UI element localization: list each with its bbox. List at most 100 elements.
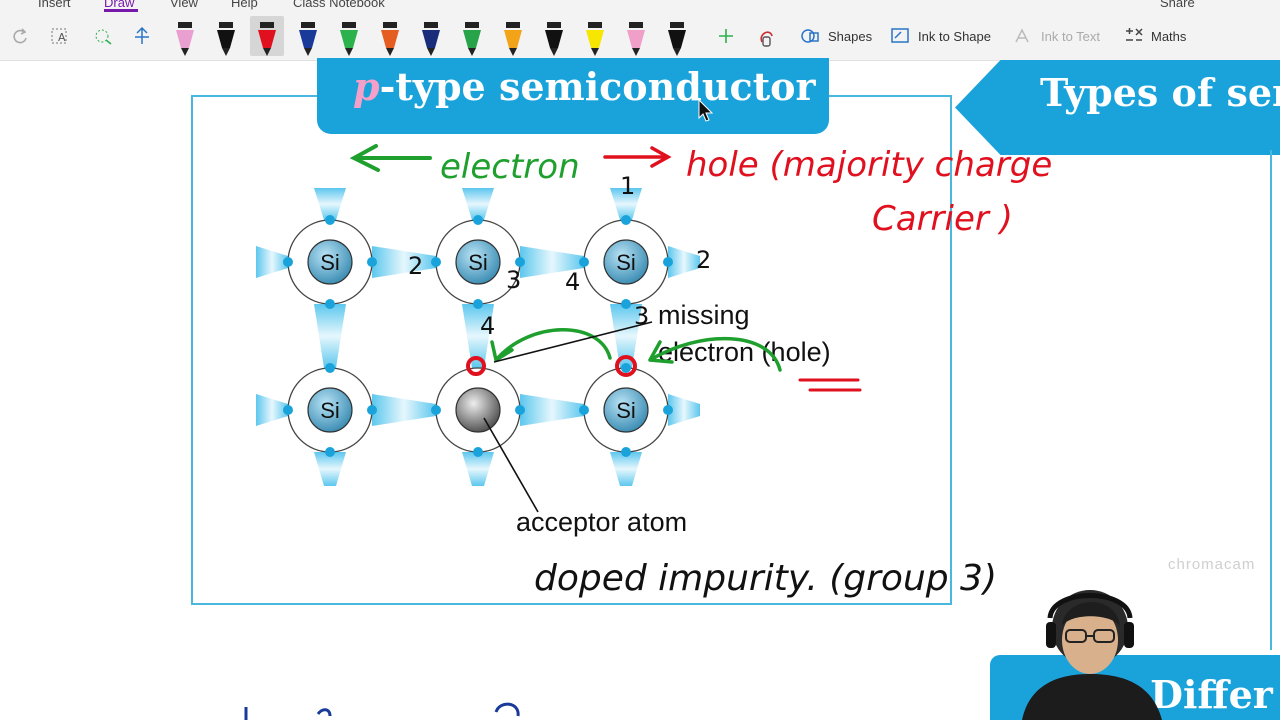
acceptor-atom-label: acceptor atom	[516, 507, 688, 537]
pen-3[interactable]	[250, 16, 284, 56]
tab-class-notebook[interactable]: Class Notebook	[293, 0, 385, 10]
hand-number-1: 1	[620, 172, 635, 200]
draw-toolbar: A Shapes Ink to Shape Ink to Text Maths	[0, 12, 1280, 61]
webcam-partial-ink	[244, 702, 520, 720]
electron-dot	[367, 257, 377, 267]
tab-draw[interactable]: Draw	[104, 0, 135, 10]
title-banner	[317, 58, 829, 134]
bond-horizontal	[668, 394, 700, 426]
ribbon-tab-bar: Insert Draw View Help Class Notebook Sha…	[0, 0, 1280, 12]
hand-number-2b: 2	[696, 246, 711, 274]
hand-number-2a: 2	[408, 252, 423, 280]
red-arrow-right	[603, 146, 672, 168]
maths-icon	[1126, 28, 1143, 41]
bond-horizontal	[372, 246, 436, 278]
bond-vertical	[314, 304, 346, 368]
ink-to-text-button[interactable]: Ink to Text	[1013, 26, 1100, 46]
bond-horizontal	[372, 394, 436, 426]
hand-number-4a: 4	[565, 268, 580, 296]
electron-dot	[325, 215, 335, 225]
pen-5[interactable]	[340, 22, 358, 56]
pen-10[interactable]	[545, 22, 563, 56]
electron-dot	[283, 257, 293, 267]
bond-horizontal	[256, 394, 288, 426]
electron-dot	[325, 447, 335, 457]
side-slide-title: Types of sem	[1040, 70, 1280, 115]
shapes-label: Shapes	[828, 28, 873, 44]
si-label: Si	[320, 250, 340, 275]
shapes-button[interactable]: Shapes	[800, 26, 872, 46]
svg-text:A: A	[58, 31, 66, 44]
electron-dot	[579, 405, 589, 415]
lasso-ink-icon[interactable]	[756, 26, 784, 48]
bond-vertical	[610, 188, 642, 220]
pen-6[interactable]	[381, 22, 399, 56]
electron-dot	[325, 363, 335, 373]
electron-dot	[283, 405, 293, 415]
pen-2[interactable]	[217, 22, 235, 56]
ink-to-shape-label: Ink to Shape	[918, 28, 991, 44]
pen-9[interactable]	[504, 22, 522, 56]
electron-dot	[663, 405, 673, 415]
hand-number-3a: 3	[506, 266, 521, 294]
bottom-slide-title: Differ	[1150, 672, 1273, 717]
acceptor-atom	[431, 367, 525, 457]
hand-doped-impurity: doped impurity. (group 3)	[534, 558, 997, 599]
maths-label: Maths	[1151, 28, 1187, 44]
hand-number-4b: 4	[480, 312, 495, 340]
silicon-atom: Si	[283, 215, 377, 309]
electron-dot	[473, 299, 483, 309]
electron-dot	[325, 299, 335, 309]
bond-vertical	[462, 452, 494, 486]
bond-vertical	[462, 188, 494, 220]
electron-dot	[621, 215, 631, 225]
presenter-webcam-overlay	[1022, 590, 1162, 720]
pen-1[interactable]	[176, 22, 194, 56]
right-slide-frame	[1270, 150, 1278, 650]
acceptor-pointer-line	[483, 417, 539, 513]
pen-13[interactable]	[668, 22, 686, 56]
active-tab-indicator	[104, 9, 138, 12]
share-button[interactable]: Share	[1160, 0, 1195, 10]
tab-help[interactable]: Help	[231, 0, 258, 10]
hand-number-3b: 3	[634, 302, 649, 330]
bond-vertical	[314, 188, 346, 220]
electron-dot	[515, 405, 525, 415]
hand-hole-majority: hole (majority charge	[686, 145, 1052, 185]
green-hook-arrow	[648, 336, 782, 372]
ink-to-text-icon	[1015, 28, 1029, 43]
slide-title: p-type semiconductor	[353, 64, 816, 109]
pen-11[interactable]	[586, 22, 604, 56]
bond-vertical	[462, 304, 494, 368]
si-label: Si	[468, 250, 488, 275]
pen-12[interactable]	[627, 22, 645, 56]
bond-horizontal	[668, 246, 700, 278]
tab-view[interactable]: View	[170, 0, 198, 10]
text-select-icon[interactable]: A	[50, 26, 78, 46]
pen-4[interactable]	[299, 22, 317, 56]
redo-icon[interactable]	[10, 26, 36, 46]
electron-dot	[515, 257, 525, 267]
title-rest: -type semiconductor	[379, 64, 816, 109]
lasso-select-icon[interactable]	[92, 26, 120, 46]
bond-horizontal	[256, 246, 288, 278]
missing-pointer-line	[493, 321, 653, 363]
pen-7[interactable]	[422, 22, 440, 56]
pen-8[interactable]	[463, 22, 481, 56]
electron-dot	[431, 405, 441, 415]
bond-horizontal	[520, 394, 584, 426]
si-label: Si	[616, 398, 636, 423]
maths-button[interactable]: Maths	[1123, 26, 1186, 46]
title-prefix: p	[353, 64, 380, 109]
tab-insert[interactable]: Insert	[38, 0, 71, 10]
ink-to-shape-button[interactable]: Ink to Shape	[890, 26, 991, 46]
ink-to-text-label: Ink to Text	[1041, 28, 1101, 44]
pen-gallery[interactable]	[168, 14, 713, 58]
add-space-icon[interactable]	[132, 26, 158, 46]
mouse-cursor-icon	[698, 98, 714, 122]
electron-dot	[367, 405, 377, 415]
add-pen-icon[interactable]	[716, 26, 742, 46]
hole-circle-left	[466, 356, 486, 376]
